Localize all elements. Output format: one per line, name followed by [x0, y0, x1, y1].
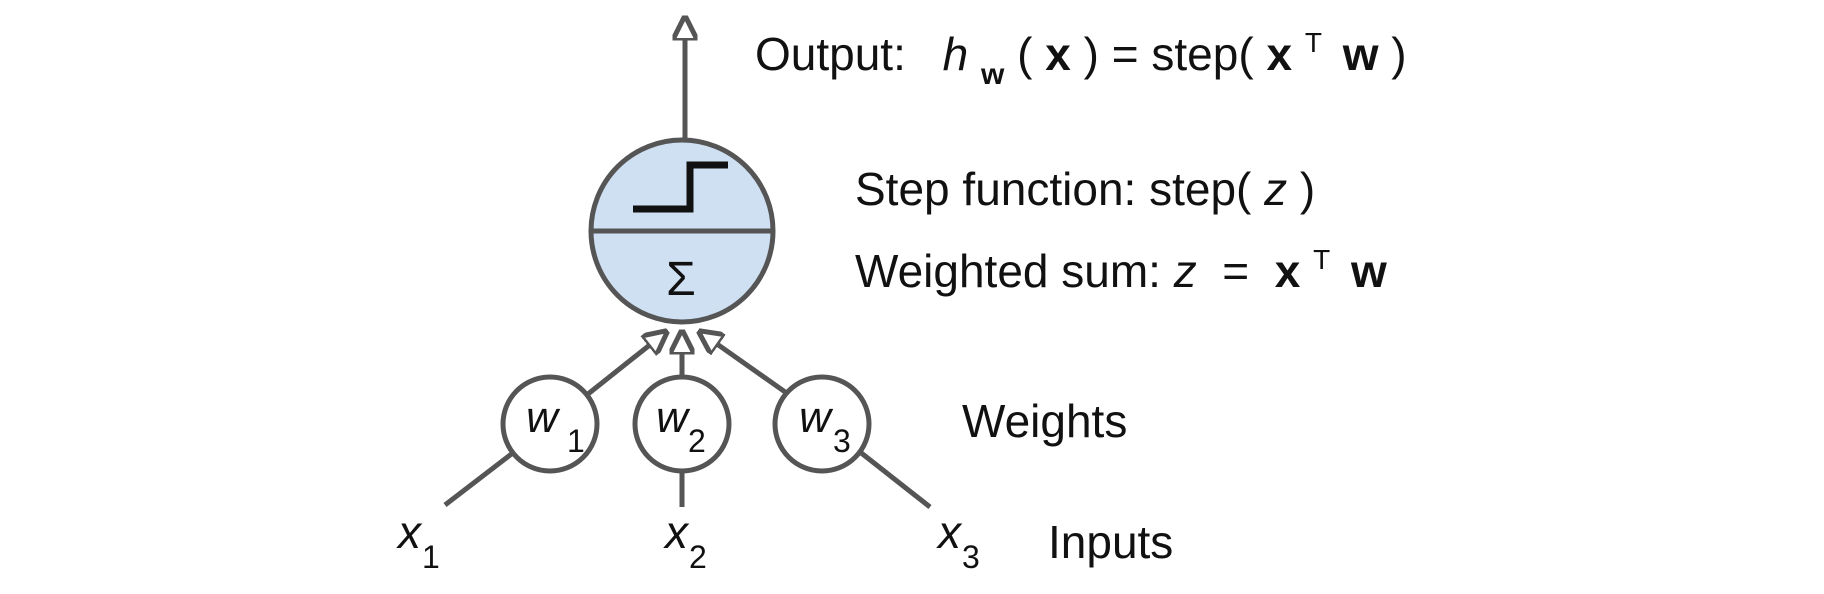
step-function-icon: [633, 161, 728, 213]
input-symbol: x: [936, 506, 963, 558]
weight-node-1: w 1: [500, 374, 600, 474]
output-transpose: T: [1305, 27, 1322, 58]
neuron: Σ: [588, 137, 776, 325]
output-open: (: [1017, 28, 1033, 80]
weighted-sum-label: Weighted sum: z = x T w: [855, 227, 1387, 297]
input-label-2: x 2: [663, 506, 707, 575]
input-line-1: [443, 450, 516, 507]
input-label-1: x 1: [396, 506, 440, 575]
weight-arrow-3: [700, 332, 790, 397]
step-function-text: Step function: step(: [855, 163, 1252, 215]
weight-symbol: w: [799, 393, 834, 442]
step-function-label: Step function: step( z ): [855, 163, 1315, 215]
weight-subscript: 3: [833, 423, 851, 459]
output-x: x: [1045, 28, 1071, 80]
output-h: h: [943, 28, 969, 80]
weighted-sum-eq: =: [1210, 245, 1262, 297]
input-subscript: 1: [422, 539, 440, 575]
weighted-sum-transpose: T: [1313, 244, 1330, 275]
weight-node-2: w 2: [632, 374, 732, 474]
input-symbol: x: [396, 506, 423, 558]
weighted-sum-z: z: [1173, 245, 1197, 297]
output-close-eq: ) = step(: [1084, 28, 1255, 80]
input-subscript: 3: [962, 539, 980, 575]
weighted-sum-x: x: [1275, 245, 1301, 297]
weight-subscript: 1: [567, 423, 585, 459]
output-prefix: Output:: [755, 28, 906, 80]
input-symbol: x: [663, 506, 690, 558]
output-x2: x: [1266, 28, 1292, 80]
input-line-3: [858, 450, 932, 509]
weight-arrow-1: [586, 332, 666, 396]
weight-subscript: 2: [688, 423, 706, 459]
output-h-subscript: w: [980, 58, 1005, 91]
input-subscript: 2: [689, 539, 707, 575]
weight-symbol: w: [656, 393, 691, 442]
sum-symbol: Σ: [666, 253, 696, 306]
weighted-sum-text: Weighted sum:: [855, 245, 1174, 297]
step-function-end: ): [1300, 163, 1315, 215]
output-w: w: [1342, 28, 1379, 80]
step-function-z: z: [1263, 163, 1287, 215]
weight-symbol: w: [526, 393, 561, 442]
output-formula: Output: h w ( x ) = step( x T w ): [755, 10, 1407, 94]
weight-node-3: w 3: [772, 374, 872, 474]
input-label-3: x 3: [936, 506, 980, 575]
inputs-row-label: Inputs: [1048, 516, 1173, 568]
weights-row-label: Weights: [962, 395, 1127, 447]
output-end: ): [1391, 28, 1406, 80]
weighted-sum-w: w: [1350, 245, 1387, 297]
